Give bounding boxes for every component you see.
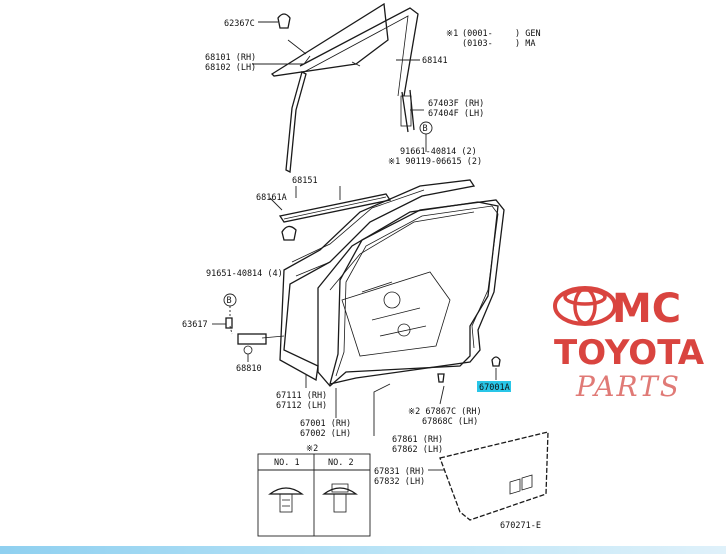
watermark-parts: PARTS xyxy=(575,370,681,403)
label-67868c: 67868C (LH) xyxy=(422,417,478,427)
label-68810: 68810 xyxy=(236,364,262,374)
clip-bottom xyxy=(437,373,445,383)
label-67112: 67112 (LH) xyxy=(276,401,327,411)
bottom-bar xyxy=(0,546,726,554)
label-68151: 68151 xyxy=(292,176,318,186)
glass-clip-62367c xyxy=(277,13,291,29)
label-67001: 67001 (RH) xyxy=(300,419,351,429)
label-67403f: 67403F (RH) xyxy=(428,99,484,109)
circle-b-left: B xyxy=(223,293,237,307)
clip-detail-note: ※2 xyxy=(306,444,318,454)
label-68101: 68101 (RH) xyxy=(205,53,256,63)
clip-no2-heading: NO. 2 xyxy=(328,458,354,468)
door-check-68810 xyxy=(237,333,285,355)
label-90119: ※1 90119-06615 (2) xyxy=(388,157,482,167)
label-67001a: 67001A xyxy=(479,383,510,393)
legend: ※1 (0001- ) GEN (0103- ) MA xyxy=(446,29,541,49)
label-67867c: ※2 67867C (RH) xyxy=(408,407,482,417)
label-91661: 91661-40814 (2) xyxy=(400,147,477,157)
clip-no1-drawing xyxy=(268,487,304,513)
circle-b-left-label: B xyxy=(227,296,232,306)
door-glass xyxy=(270,2,389,77)
watermark-logo: MC TOYOTA PARTS xyxy=(553,286,705,403)
label-67111: 67111 (RH) xyxy=(276,391,327,401)
toyota-emblem xyxy=(553,286,617,326)
label-68102: 68102 (LH) xyxy=(205,63,256,73)
inner-door-panel xyxy=(317,201,499,387)
clip-67001a xyxy=(491,356,501,367)
clip-no2-drawing xyxy=(322,483,358,513)
label-67832: 67832 (LH) xyxy=(374,477,425,487)
watermark-mc: MC xyxy=(612,286,681,332)
door-shell xyxy=(279,179,476,382)
belt-moulding xyxy=(278,193,392,223)
legend-row1-code: (0001- xyxy=(462,29,493,39)
legend-row2-code: (0103- xyxy=(462,39,493,49)
label-67861: 67861 (RH) xyxy=(392,435,443,445)
leader-lines xyxy=(212,21,497,471)
diagram-code: 670271-E xyxy=(500,521,541,531)
label-67404f: 67404F (LH) xyxy=(428,109,484,119)
door-weatherstrip xyxy=(329,199,505,385)
clip-no1-heading: NO. 1 xyxy=(274,458,300,468)
legend-row1-mark: ※1 xyxy=(446,29,458,39)
label-63617: 63617 xyxy=(182,320,208,330)
watermark-toyota: TOYOTA xyxy=(554,333,705,373)
label-67002: 67002 (LH) xyxy=(300,429,351,439)
bolt-63617 xyxy=(225,317,233,329)
legend-row2-value: ) MA xyxy=(515,39,535,49)
rear-guide xyxy=(400,89,415,133)
label-68141: 68141 xyxy=(422,56,448,66)
label-67831: 67831 (RH) xyxy=(374,467,425,477)
label-67862: 67862 (LH) xyxy=(392,445,443,455)
part-labels: 62367C 68101 (RH) 68102 (LH) 68141 67403… xyxy=(182,19,541,531)
label-62367c: 62367C xyxy=(224,19,255,29)
run-channel xyxy=(299,7,419,97)
label-68161a: 68161A xyxy=(256,193,287,203)
front-channel xyxy=(285,71,307,174)
label-67001a-highlight xyxy=(477,381,511,392)
belt-clip xyxy=(281,225,297,241)
label-91651: 91651-40814 (4) xyxy=(206,269,283,279)
clip-detail-box: ※2 NO. 1 NO. 2 xyxy=(257,444,371,537)
circle-b-top: B xyxy=(419,121,433,135)
legend-row1-value: ) GEN xyxy=(515,29,541,39)
circle-b-top-label: B xyxy=(423,124,428,134)
service-hole-cover xyxy=(439,431,549,521)
